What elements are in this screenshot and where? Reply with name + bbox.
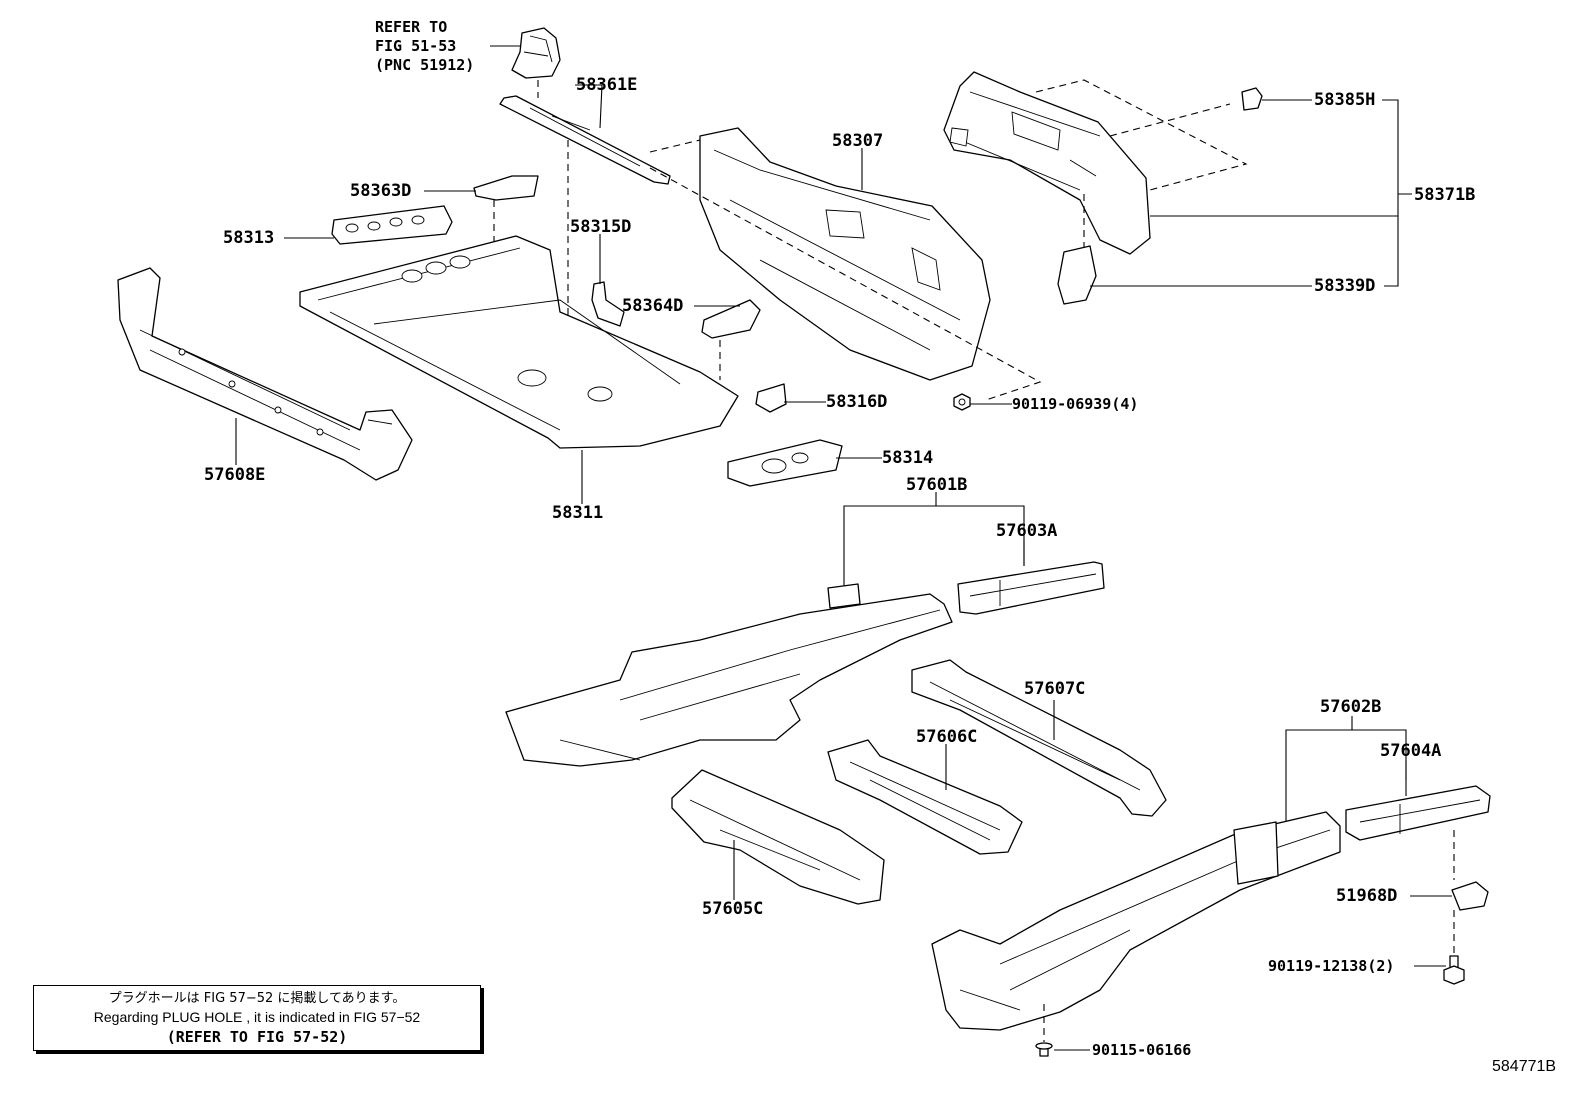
label-57606C: 57606C xyxy=(916,727,977,747)
label-58385H: 58385H xyxy=(1314,90,1375,110)
label-58314: 58314 xyxy=(882,448,933,468)
refer-line-2: FIG 51-53 xyxy=(375,37,456,55)
part-58307 xyxy=(699,127,991,381)
label-57603A: 57603A xyxy=(996,521,1057,541)
part-58314 xyxy=(727,439,843,487)
part-57606C xyxy=(827,739,1023,855)
part-58363D xyxy=(473,175,539,201)
label-57604A: 57604A xyxy=(1380,741,1441,761)
label-58316D: 58316D xyxy=(826,392,887,412)
note-japanese: プラグホールは FIG 57−52 に掲載してあります。 xyxy=(108,991,406,1006)
part-57603A xyxy=(957,561,1105,615)
diagram-id: 584771B xyxy=(1492,1058,1557,1075)
label-57605C: 57605C xyxy=(702,899,763,919)
note-refer[interactable]: (REFER TO FIG 57-52) xyxy=(166,1028,348,1046)
label-58371B: 58371B xyxy=(1414,185,1475,205)
refer-line-3: (PNC 51912) xyxy=(375,56,474,74)
label-58339D: 58339D xyxy=(1314,276,1375,296)
bolt-90119-12138 xyxy=(1443,955,1465,985)
label-57602B: 57602B xyxy=(1320,697,1381,717)
label-57601B: 57601B xyxy=(906,475,967,495)
refer-bracket xyxy=(511,27,561,79)
part-58371B-panel xyxy=(943,71,1151,255)
label-58361E: 58361E xyxy=(576,75,637,95)
label-90119-06939: 90119-06939(4) xyxy=(1012,395,1138,413)
part-58339D xyxy=(1057,245,1097,305)
part-57604A xyxy=(1345,785,1491,841)
label-58363D: 58363D xyxy=(350,181,411,201)
part-58313 xyxy=(331,205,453,245)
part-51968D xyxy=(1451,881,1489,911)
label-58307: 58307 xyxy=(832,131,883,151)
label-90115-06166: 90115-06166 xyxy=(1092,1041,1191,1059)
label-58313: 58313 xyxy=(223,228,274,248)
label-57607C: 57607C xyxy=(1024,679,1085,699)
label-51968D: 51968D xyxy=(1336,886,1397,906)
label-58364D: 58364D xyxy=(622,296,683,316)
label-90119-12138: 90119-12138(2) xyxy=(1268,957,1394,975)
label-58315D: 58315D xyxy=(570,217,631,237)
bolt-90115-06166 xyxy=(1035,1042,1053,1057)
label-58311: 58311 xyxy=(552,503,603,523)
part-57602B xyxy=(931,811,1341,1031)
part-57601B xyxy=(505,583,953,767)
part-58364D xyxy=(701,299,761,339)
bolt-90119-06939 xyxy=(953,393,971,411)
part-58311 xyxy=(299,235,739,449)
part-57605C xyxy=(671,769,885,905)
part-57608E xyxy=(117,267,413,481)
plug-hole-note: プラグホールは FIG 57−52 に掲載してあります。 Regarding P… xyxy=(33,985,481,1051)
label-57608E: 57608E xyxy=(204,465,265,485)
part-58385H xyxy=(1241,87,1263,111)
note-english: Regarding PLUG HOLE , it is indicated in… xyxy=(93,1009,421,1025)
part-58315D xyxy=(591,281,625,327)
part-57607C xyxy=(911,659,1167,817)
part-58361E xyxy=(499,95,671,185)
refer-line-1: REFER TO xyxy=(375,18,447,36)
part-58316D xyxy=(755,383,787,413)
